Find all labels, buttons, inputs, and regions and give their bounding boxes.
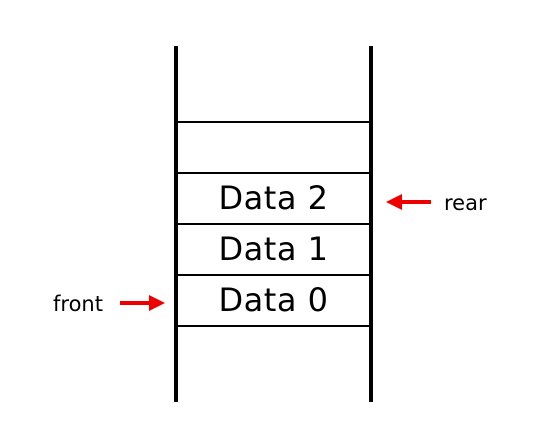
cell-divider [178,223,369,225]
rear-pointer-label: rear [444,191,487,215]
queue-cell-data-0: Data 0 [218,281,329,319]
queue-cell-data-2: Data 2 [218,179,329,217]
rear-arrow-icon [386,194,431,210]
queue-right-wall [369,46,373,402]
queue-left-wall [174,46,178,402]
cell-divider [178,172,369,174]
queue-cell-data-1: Data 1 [218,230,329,268]
front-pointer-label: front [53,292,103,316]
front-arrow-icon [120,295,165,311]
cell-divider [178,325,369,327]
cell-divider [178,274,369,276]
cell-divider [178,121,369,123]
